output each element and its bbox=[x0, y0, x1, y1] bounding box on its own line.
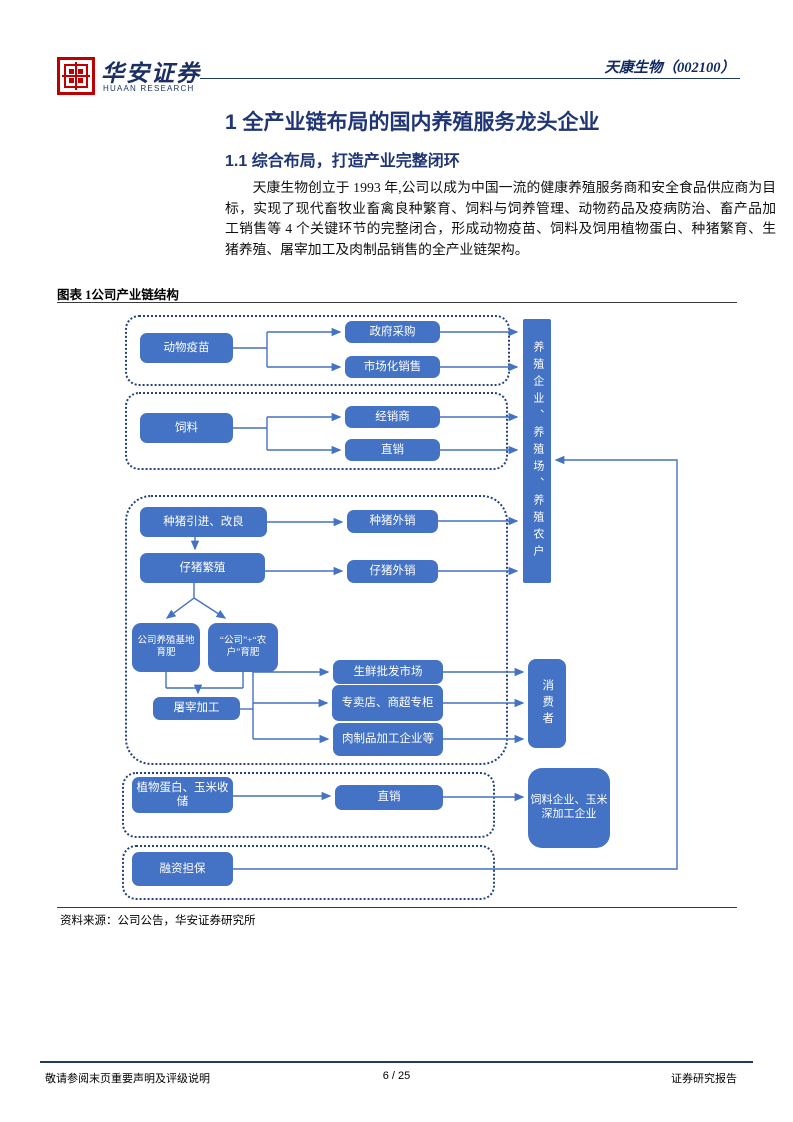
section-heading-1-1: 1.1 综合布局，打造产业完整闭环 bbox=[225, 153, 460, 170]
figure-source-rule bbox=[57, 907, 737, 908]
node-vaccine: 动物疫苗 bbox=[140, 333, 233, 363]
node-direct-sales-1: 直销 bbox=[345, 439, 440, 461]
figure-caption-rule bbox=[57, 302, 737, 303]
node-feed-corn-enterprises: 饲料企业、玉米深加工企业 bbox=[528, 768, 610, 848]
industry-chain-diagram: 动物疫苗 政府采购 市场化销售 饲料 经销商 直销 种猪引进、改良 种猪外销 仔… bbox=[57, 304, 737, 906]
brand-name-en: HUAAN RESEARCH bbox=[103, 84, 195, 93]
footer-page-number: 6 / 25 bbox=[382, 1070, 411, 1082]
node-label: 种猪外销 bbox=[369, 515, 416, 528]
node-label: 仔猪繁殖 bbox=[179, 561, 226, 574]
section-frame-plant bbox=[122, 772, 495, 838]
footer-report-type: 证券研究报告 bbox=[671, 1073, 737, 1085]
section-frame-vaccine bbox=[125, 315, 510, 386]
header-divider bbox=[200, 78, 740, 79]
node-company-base-fattening: 公司养殖基地育肥 bbox=[132, 623, 200, 672]
node-breeding-customers: 养殖企业、养殖场、养殖农户 bbox=[523, 319, 551, 583]
node-label: 专卖店、商超专柜 bbox=[341, 696, 434, 709]
node-market-sales: 市场化销售 bbox=[345, 356, 440, 378]
node-label: 经销商 bbox=[375, 410, 410, 423]
node-stores-supermarket: 专卖店、商超专柜 bbox=[332, 685, 443, 721]
node-dealer: 经销商 bbox=[345, 406, 440, 428]
node-pig-introduction: 种猪引进、改良 bbox=[140, 507, 267, 537]
node-label: 动物疫苗 bbox=[163, 341, 210, 354]
footer-disclaimer: 敬请参阅末页重要声明及评级说明 bbox=[45, 1073, 210, 1085]
node-label: 仔猪外销 bbox=[369, 565, 416, 578]
body-paragraph: 天康生物创立于 1993 年,公司以成为中国一流的健康养殖服务商和安全食品供应商… bbox=[225, 180, 776, 257]
node-plant-protein: 植物蛋白、玉米收储 bbox=[132, 777, 233, 813]
node-label: 饲料企业、玉米深加工企业 bbox=[530, 794, 608, 820]
node-direct-sales-2: 直销 bbox=[335, 785, 443, 810]
node-company-farmer-fattening: “公司”+“农户”育肥 bbox=[208, 623, 278, 672]
node-financing-guarantee: 融资担保 bbox=[132, 852, 233, 886]
node-piglet-breeding: 仔猪繁殖 bbox=[140, 553, 265, 583]
node-gov-purchase: 政府采购 bbox=[345, 321, 440, 343]
node-slaughter: 屠宰加工 bbox=[153, 697, 240, 720]
section-heading-1: 1 全产业链布局的国内养殖服务龙头企业 bbox=[225, 111, 600, 134]
node-label: 政府采购 bbox=[369, 325, 416, 338]
flow-arrows bbox=[165, 327, 678, 870]
node-label: 生鲜批发市场 bbox=[353, 665, 423, 678]
section-frame-pig bbox=[125, 495, 508, 765]
node-label: 种猪引进、改良 bbox=[163, 515, 244, 528]
figure-caption: 图表 1公司产业链结构 bbox=[57, 288, 179, 302]
node-label: 直销 bbox=[377, 791, 401, 804]
section-frame-finance bbox=[122, 845, 495, 900]
brand-name-cn: 华安证券 bbox=[101, 61, 201, 86]
node-label: 饲料 bbox=[175, 421, 198, 434]
stock-title: 天康生物（002100） bbox=[604, 60, 736, 76]
footer-divider bbox=[40, 1061, 753, 1063]
node-piglet-export: 仔猪外销 bbox=[347, 560, 438, 583]
figure-source: 资料来源：公司公告，华安证券研究所 bbox=[60, 915, 256, 927]
section-frame-feed bbox=[125, 392, 508, 470]
node-label: “公司”+“农户”育肥 bbox=[219, 635, 267, 658]
node-label: 植物蛋白、玉米收储 bbox=[136, 781, 229, 808]
huaan-seal-logo bbox=[57, 57, 95, 95]
node-label: 屠宰加工 bbox=[173, 702, 220, 715]
node-label: 肉制品加工企业等 bbox=[342, 733, 434, 746]
node-consumer: 消费者 bbox=[528, 659, 566, 748]
node-pig-export: 种猪外销 bbox=[347, 510, 438, 533]
node-label: 市场化销售 bbox=[363, 360, 422, 373]
node-fresh-market: 生鲜批发市场 bbox=[333, 660, 443, 684]
node-meat-processing: 肉制品加工企业等 bbox=[333, 723, 443, 756]
node-label: 公司养殖基地育肥 bbox=[137, 635, 195, 658]
node-label: 融资担保 bbox=[159, 862, 206, 875]
node-label: 直销 bbox=[381, 443, 404, 456]
node-feed: 饲料 bbox=[140, 413, 233, 443]
